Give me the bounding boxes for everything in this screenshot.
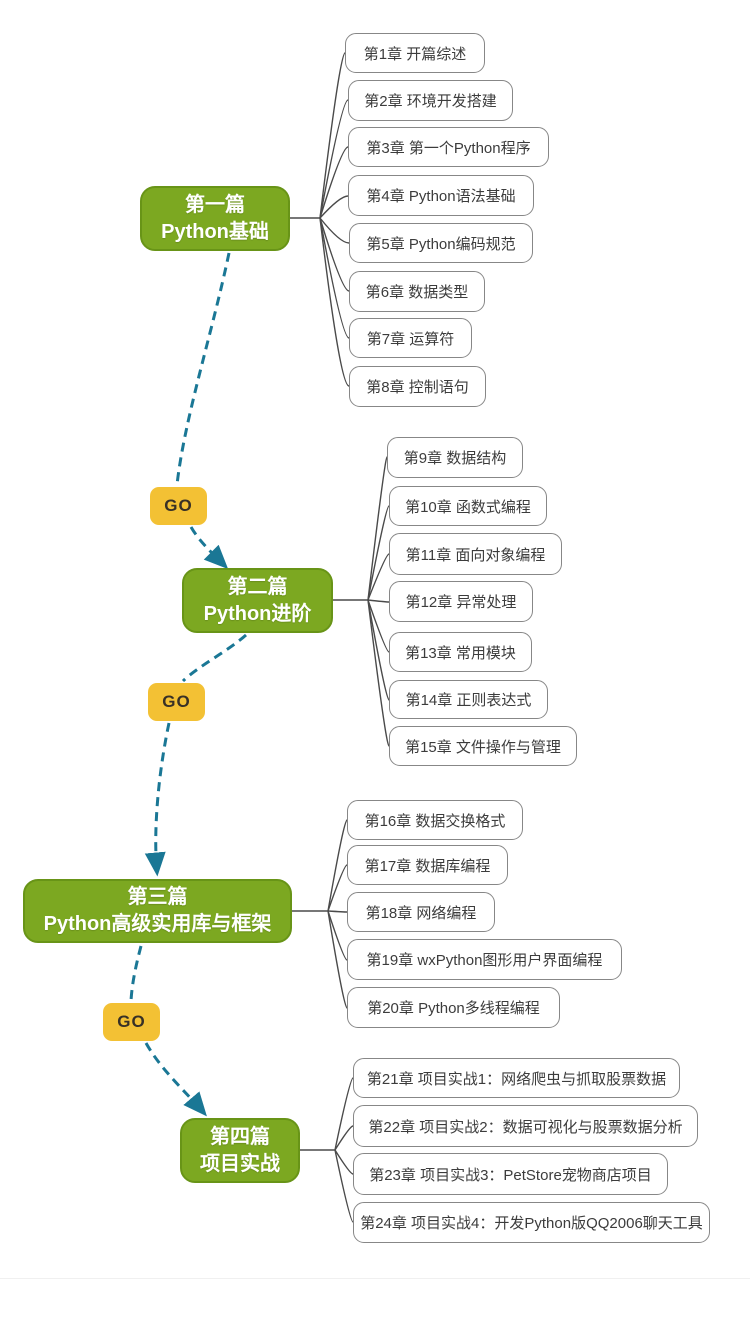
chapter-node-3: 第3章 第一个Python程序 bbox=[348, 127, 549, 167]
section-4-title-line1: 第四篇 bbox=[210, 1125, 270, 1148]
chapter-node-22: 第22章 项目实战2：数据可视化与股票数据分析 bbox=[353, 1105, 698, 1147]
go-badge-2: GO bbox=[148, 683, 205, 721]
chapter-node-17: 第17章 数据库编程 bbox=[347, 845, 508, 885]
section-3-title-line1: 第三篇 bbox=[127, 886, 188, 908]
chapter-node-1: 第1章 开篇综述 bbox=[345, 33, 485, 73]
chapter-node-20: 第20章 Python多线程编程 bbox=[347, 987, 560, 1028]
chapter-node-24: 第24章 项目实战4：开发Python版QQ2006聊天工具 bbox=[353, 1202, 710, 1243]
section-4-title-line2: 项目实战 bbox=[200, 1152, 280, 1175]
chapter-node-16: 第16章 数据交换格式 bbox=[347, 800, 523, 840]
branch-lines-section2 bbox=[333, 456, 390, 747]
branch-lines-section3 bbox=[292, 819, 348, 1009]
chapter-node-13: 第13章 常用模块 bbox=[389, 632, 532, 672]
arrow-go2-to-s3 bbox=[144, 722, 171, 877]
section-node-3: 第三篇 Python高级实用库与框架 bbox=[23, 879, 292, 943]
chapter-node-10: 第10章 函数式编程 bbox=[389, 486, 547, 526]
chapter-node-7: 第7章 运算符 bbox=[349, 318, 472, 358]
chapter-node-18: 第18章 网络编程 bbox=[347, 892, 495, 932]
chapter-node-11: 第11章 面向对象编程 bbox=[389, 533, 562, 575]
section-2-title-line2: Python进阶 bbox=[203, 602, 312, 625]
section-2-title-line1: 第二篇 bbox=[227, 575, 288, 598]
chapter-node-12: 第12章 异常处理 bbox=[389, 581, 533, 622]
page-divider bbox=[0, 1278, 750, 1279]
arrow-go3-to-s4 bbox=[144, 1042, 207, 1117]
branch-lines-section1 bbox=[290, 52, 350, 387]
branch-lines-section4 bbox=[300, 1077, 354, 1223]
go-badge-3: GO bbox=[103, 1003, 160, 1041]
chapter-node-19: 第19章 wxPython图形用户界面编程 bbox=[347, 939, 622, 980]
chapter-node-21: 第21章 项目实战1：网络爬虫与抓取股票数据 bbox=[353, 1058, 680, 1098]
arrow-s2-to-go2 bbox=[181, 633, 247, 683]
arrow-s3-to-go3 bbox=[129, 945, 143, 1002]
go-badge-1: GO bbox=[150, 487, 207, 525]
section-node-1: 第一篇 Python基础 bbox=[140, 186, 290, 251]
section-1-title-line1: 第一篇 bbox=[185, 193, 245, 216]
section-node-4: 第四篇 项目实战 bbox=[180, 1118, 300, 1183]
section-node-2: 第二篇 Python进阶 bbox=[182, 568, 333, 633]
chapter-node-15: 第15章 文件操作与管理 bbox=[389, 726, 577, 766]
chapter-node-4: 第4章 Python语法基础 bbox=[348, 175, 534, 216]
chapter-node-6: 第6章 数据类型 bbox=[349, 271, 485, 312]
arrow-s1-to-go1 bbox=[175, 252, 231, 486]
section-1-title-line2: Python基础 bbox=[161, 220, 269, 243]
section-3-title-line2: Python高级实用库与框架 bbox=[43, 913, 272, 935]
chapter-node-23: 第23章 项目实战3：PetStore宠物商店项目 bbox=[353, 1153, 668, 1195]
chapter-node-9: 第9章 数据结构 bbox=[387, 437, 523, 478]
chapter-node-5: 第5章 Python编码规范 bbox=[349, 223, 533, 263]
chapter-node-2: 第2章 环境开发搭建 bbox=[348, 80, 513, 121]
arrow-go1-to-s2 bbox=[189, 526, 229, 570]
chapter-node-8: 第8章 控制语句 bbox=[349, 366, 486, 407]
chapter-node-14: 第14章 正则表达式 bbox=[389, 680, 548, 719]
